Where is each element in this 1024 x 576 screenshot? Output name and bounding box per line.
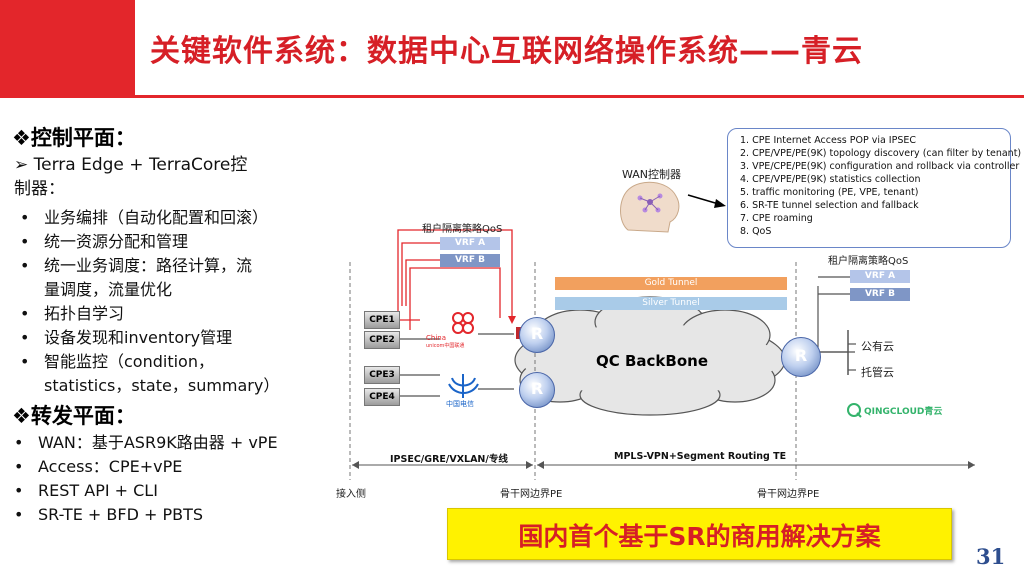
capability-item: 5. traffic monitoring (PE, VPE, tenant) (740, 187, 919, 198)
segment-arrow-head (537, 461, 544, 469)
qingcloud-logo-icon (847, 403, 862, 418)
cpe-device: CPE2 (364, 331, 400, 349)
policy-line (409, 267, 501, 330)
list-item-text: 统一业务调度：路径计算，流 (44, 256, 253, 275)
qingcloud-logo-text: QINGCLOUD青云 (864, 407, 943, 417)
segment-arrow-head (968, 461, 975, 469)
silver-tunnel: Silver Tunnel (555, 297, 787, 310)
forward-bullet-list: • WAN：基于ASR9K路由器 + vPE • Access：CPE+vPE … (14, 432, 334, 532)
telecom-logo-text: 中国电信 (446, 400, 474, 408)
cpe-device: CPE1 (364, 311, 400, 329)
vrf-a-right: VRF A (850, 270, 910, 283)
capability-item: 1. CPE Internet Access POP via IPSEC (740, 135, 917, 146)
page-number: 31 (976, 544, 1006, 569)
list-item: • (14, 433, 24, 452)
cpe-device: CPE4 (364, 388, 400, 406)
segment-arrow-head (526, 461, 533, 469)
pe-router-icon: R (781, 337, 821, 377)
list-item: • (20, 256, 30, 275)
qos-label-left: 租户隔离策略QoS (422, 224, 503, 235)
list-item: • (20, 352, 30, 371)
access-side-label: 接入侧 (336, 489, 366, 500)
policy-line (397, 229, 513, 320)
title-divider (0, 95, 1024, 98)
policy-line (405, 259, 440, 306)
list-item: • (14, 457, 24, 476)
control-sub-line2: 制器： (14, 179, 65, 199)
backbone-label: QC BackBone (596, 352, 708, 370)
pe-router-icon: R (519, 372, 555, 408)
capability-item: 3. VPE/CPE/PE(9K) configuration and roll… (740, 161, 1020, 172)
list-item-text: 统一资源分配和管理 (44, 232, 189, 251)
control-plane-heading: ❖控制平面： (12, 126, 136, 150)
capability-item: 4. CPE/VPE/PE(9K) statistics collection (740, 174, 921, 185)
policy-arrow-head (508, 316, 516, 324)
list-item-text: SR-TE + BFD + PBTS (38, 505, 204, 524)
highlight-banner: 国内首个基于SR的商用解决方案 (447, 508, 952, 560)
policy-line (401, 242, 440, 306)
gold-tunnel: Gold Tunnel (555, 277, 787, 290)
list-item-text: WAN：基于ASR9K路由器 + vPE (38, 433, 278, 452)
pe-router-icon: R (519, 317, 555, 353)
cpe-device: CPE3 (364, 366, 400, 384)
control-sub-line1: ➢ Terra Edge + TerraCore控 (14, 155, 248, 175)
list-item-text: 智能监控（condition， (44, 352, 214, 371)
pe-label-left: 骨干网边界PE (500, 489, 563, 500)
list-item-text: Access：CPE+vPE (38, 457, 183, 476)
list-item: • (20, 232, 30, 251)
forwarding-plane-heading: ❖转发平面： (12, 404, 136, 428)
vrf-b-left: VRF B (440, 254, 500, 267)
list-item: • (20, 208, 30, 227)
list-item: • (20, 304, 30, 323)
capability-item: 2. CPE/VPE/PE(9K) topology discovery (ca… (740, 148, 1022, 159)
pe-label-right: 骨干网边界PE (757, 489, 820, 500)
unicom-logo-subtext: unicom中国联通 (426, 343, 465, 349)
right-link (817, 286, 848, 353)
list-item: • (14, 481, 24, 500)
capabilities-box: 1. CPE Internet Access POP via IPSEC 2. … (727, 128, 1021, 248)
controller-head-icon (620, 181, 680, 233)
telecom-logo-icon (448, 374, 479, 398)
segment-arrow-head (352, 461, 359, 469)
list-item-text: 业务编排（自动化配置和回滚） (44, 208, 269, 227)
slide-title: 关键软件系统：数据中心互联网络操作系统——青云 (150, 34, 863, 69)
capability-item: 6. SR-TE tunnel selection and fallback (740, 200, 919, 211)
unicom-logo-text: China (426, 334, 446, 342)
qos-label-right: 租户隔离策略QoS (828, 256, 909, 267)
list-item-text: REST API + CLI (38, 481, 158, 500)
controller-arrow-head (714, 199, 726, 208)
list-item: • (14, 505, 24, 524)
title-accent-block (0, 0, 135, 95)
list-item-text: 设备发现和inventory管理 (44, 328, 233, 347)
capability-item: 7. CPE roaming (740, 213, 813, 224)
vrf-b-right: VRF B (850, 288, 910, 301)
segment-label-access: IPSEC/GRE/VXLAN/专线 (390, 454, 508, 465)
list-item: • (20, 328, 30, 347)
public-cloud-label: 公有云 (861, 340, 894, 353)
control-bullet-list: • 业务编排（自动化配置和回滚） • 统一资源分配和管理 • 统一业务调度：路径… (20, 207, 330, 397)
vrf-a-left: VRF A (440, 237, 500, 250)
cloud-fill (522, 324, 778, 396)
hosted-cloud-label: 托管云 (861, 366, 894, 379)
list-item-text: statistics，state，summary） (44, 376, 280, 395)
list-item-text: 量调度，流量优化 (44, 280, 173, 299)
banner-text: 国内首个基于SR的商用解决方案 (518, 522, 881, 551)
list-item-text: 拓扑自学习 (44, 304, 125, 323)
title-bar (0, 0, 1024, 95)
capability-item: 8. QoS (740, 226, 772, 237)
segment-label-backbone: MPLS-VPN+Segment Routing TE (614, 451, 787, 462)
unicom-logo-icon (452, 312, 474, 334)
wan-controller-label: WAN控制器 (622, 168, 682, 181)
